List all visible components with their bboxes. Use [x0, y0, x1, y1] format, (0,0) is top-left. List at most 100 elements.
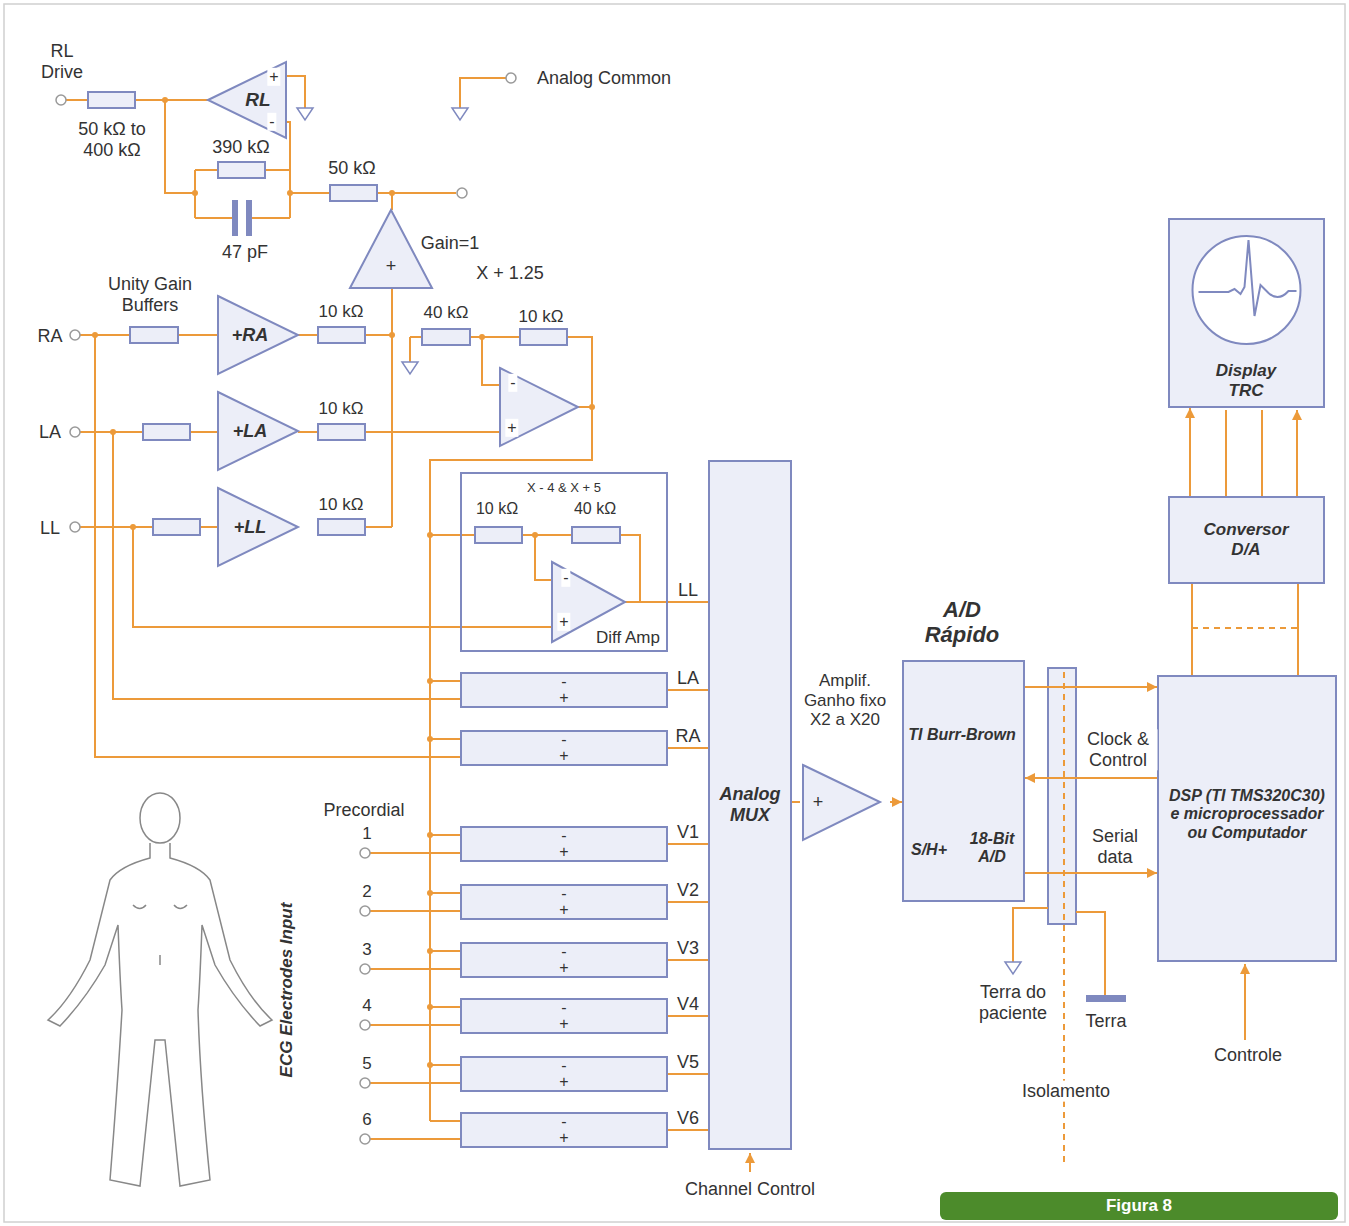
label: RA [35, 326, 64, 347]
caption: Figura 8 [1106, 1196, 1172, 1216]
r [572, 527, 620, 543]
label: - [561, 569, 570, 587]
node-text: + [559, 1129, 568, 1147]
dot [427, 832, 433, 838]
ecg-waveform [1199, 240, 1297, 316]
w [370, 681, 460, 1139]
circle [360, 1078, 370, 1088]
r [318, 327, 365, 343]
amplifier-box: -+ [460, 1112, 668, 1148]
circle [360, 848, 370, 858]
dot [427, 1004, 433, 1010]
label: 40 kΩ [572, 500, 618, 518]
label: Unity Gain Buffers [98, 274, 202, 315]
node-text: S/H+ [911, 841, 947, 859]
capacitor [246, 200, 252, 236]
node-text: + [559, 901, 568, 919]
label: Terra [1083, 1011, 1128, 1032]
dot [427, 736, 433, 742]
label: 3 [360, 940, 373, 960]
amplifier-box: -+ [460, 672, 668, 708]
dot [130, 524, 136, 530]
amplifier-box: -+ [460, 884, 668, 920]
path [133, 905, 187, 965]
dot [92, 332, 98, 338]
label: 50 kΩ to 400 kΩ [69, 119, 155, 160]
connector [890, 801, 902, 803]
edge-label: V2 [675, 880, 701, 901]
edge-label: V6 [675, 1108, 701, 1129]
g [402, 362, 418, 374]
amplifier-box: -+ [460, 826, 668, 862]
node-text: +LL [234, 517, 267, 538]
caption-bar: Figura 8 [940, 1192, 1338, 1220]
w [238, 217, 246, 219]
label: 10 kΩ [474, 500, 520, 518]
dot [427, 678, 433, 684]
node-text: - [561, 885, 566, 903]
label: 390 kΩ [210, 137, 272, 158]
r [318, 519, 365, 535]
dot [589, 404, 595, 410]
w [1226, 410, 1297, 496]
box-outline [1158, 676, 1336, 961]
edge-label: V3 [675, 938, 701, 959]
node-text: - [561, 999, 566, 1017]
connector [668, 601, 708, 603]
label: + [505, 419, 518, 437]
label: X + 1.25 [474, 263, 546, 284]
earth [1086, 995, 1126, 1002]
buffer-triangle: +LL [218, 488, 298, 566]
connector [668, 689, 708, 691]
node-text: - [561, 673, 566, 691]
node-text: Display TRC [1201, 361, 1291, 400]
screen-circle [1193, 236, 1301, 344]
amplifier-box: -+ [460, 998, 668, 1034]
box-outline [461, 827, 667, 861]
circle [70, 522, 80, 532]
node-text: + [559, 1073, 568, 1091]
resistors [88, 92, 620, 543]
r [153, 519, 200, 535]
circle [360, 1020, 370, 1030]
connector [1025, 686, 1157, 688]
node-text: Analog MUX [714, 784, 786, 825]
connector [668, 959, 708, 961]
g [452, 108, 468, 120]
node-shape [902, 660, 1025, 902]
label: Terra do paciente [969, 982, 1058, 1023]
amplifier-box: -+ [460, 1056, 668, 1092]
label: 10 kΩ [317, 495, 366, 515]
edge-label: V1 [675, 822, 701, 843]
connector [1025, 777, 1157, 779]
edge-label: Clock & Control [1079, 729, 1158, 770]
amplifier-triangle [803, 765, 880, 840]
path [48, 843, 272, 1186]
dot [532, 532, 538, 538]
w [1297, 584, 1299, 675]
node-text: + [386, 256, 397, 277]
box-outline [1169, 219, 1324, 407]
box-outline [461, 999, 667, 1033]
edge-label: V4 [675, 994, 701, 1015]
human-figure [48, 793, 272, 1186]
circle [457, 188, 467, 198]
label: 2 [360, 882, 373, 902]
circle [360, 906, 370, 916]
dot [427, 948, 433, 954]
label: Analog Common [535, 68, 673, 89]
label: - [508, 374, 517, 392]
node-text: + [559, 959, 568, 977]
connector [668, 1015, 708, 1017]
r [520, 329, 567, 345]
display-box: Display TRC [1168, 218, 1325, 408]
label: 47 pF [220, 242, 270, 263]
node-text: Conversor D/A [1196, 520, 1296, 559]
w [1192, 627, 1298, 629]
node-text: RL [245, 89, 270, 111]
capacitor [232, 200, 238, 236]
r [318, 424, 365, 440]
r [330, 185, 377, 201]
circle [56, 95, 66, 105]
dot [427, 890, 433, 896]
